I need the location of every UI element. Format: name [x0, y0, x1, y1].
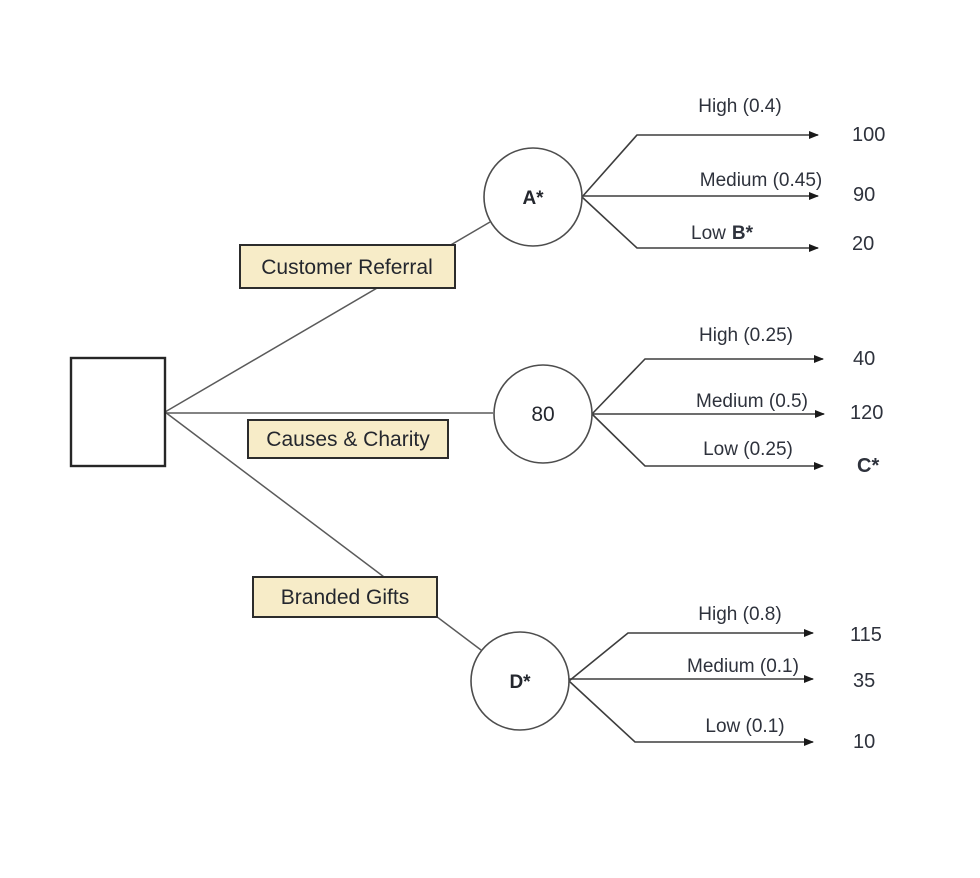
outcome-branch-line	[591, 355, 824, 415]
outcome-label: Low (0.1)	[705, 716, 784, 737]
outcome-label: Medium (0.1)	[687, 656, 799, 677]
chance-node-80	[493, 364, 593, 464]
outcome-value: C*	[857, 455, 879, 477]
action-label-box-customer-referral	[239, 244, 456, 289]
outcome-label: Low (0.25)	[703, 439, 793, 460]
outcome-value: 20	[852, 233, 874, 255]
action-label-causes-charity: Causes & Charity	[266, 428, 430, 451]
chance-node-label-d: D*	[509, 672, 531, 693]
action-label-box-branded-gifts	[252, 576, 438, 618]
chance-node-label-a: A*	[522, 188, 544, 209]
outcome-label: Medium (0.45)	[700, 170, 823, 191]
outcome-value: 40	[853, 348, 875, 370]
outcome-label: High (0.25)	[699, 325, 793, 346]
chance-node-label-80: 80	[531, 403, 554, 426]
outcome-branch-line	[568, 680, 814, 746]
outcome-value: 115	[850, 624, 882, 646]
outcome-label: Medium (0.5)	[696, 391, 808, 412]
outcome-label-text: Low	[691, 223, 726, 244]
outcome-branch-line	[581, 196, 819, 252]
outcome-branch-line	[581, 131, 819, 198]
outcome-value: 90	[853, 184, 875, 206]
outcome-value: 120	[850, 402, 883, 424]
outcome-label-tag: B*	[732, 223, 754, 244]
action-label-branded-gifts: Branded Gifts	[281, 586, 409, 609]
outcome-value: 100	[852, 124, 885, 146]
decision-node-square	[69, 356, 167, 468]
action-label-box-causes-charity	[247, 419, 449, 459]
chance-node-a	[483, 147, 583, 247]
outcome-branch-line	[591, 413, 824, 470]
outcome-branch-line	[568, 629, 814, 682]
outcome-value: 35	[853, 670, 875, 692]
outcome-label: High (0.4)	[698, 96, 781, 117]
action-label-customer-referral: Customer Referral	[261, 256, 433, 279]
chance-node-d	[470, 631, 570, 731]
outcome-value: 10	[853, 731, 875, 753]
outcome-label: High (0.8)	[698, 604, 781, 625]
outcome-label: Low B*	[691, 223, 754, 244]
